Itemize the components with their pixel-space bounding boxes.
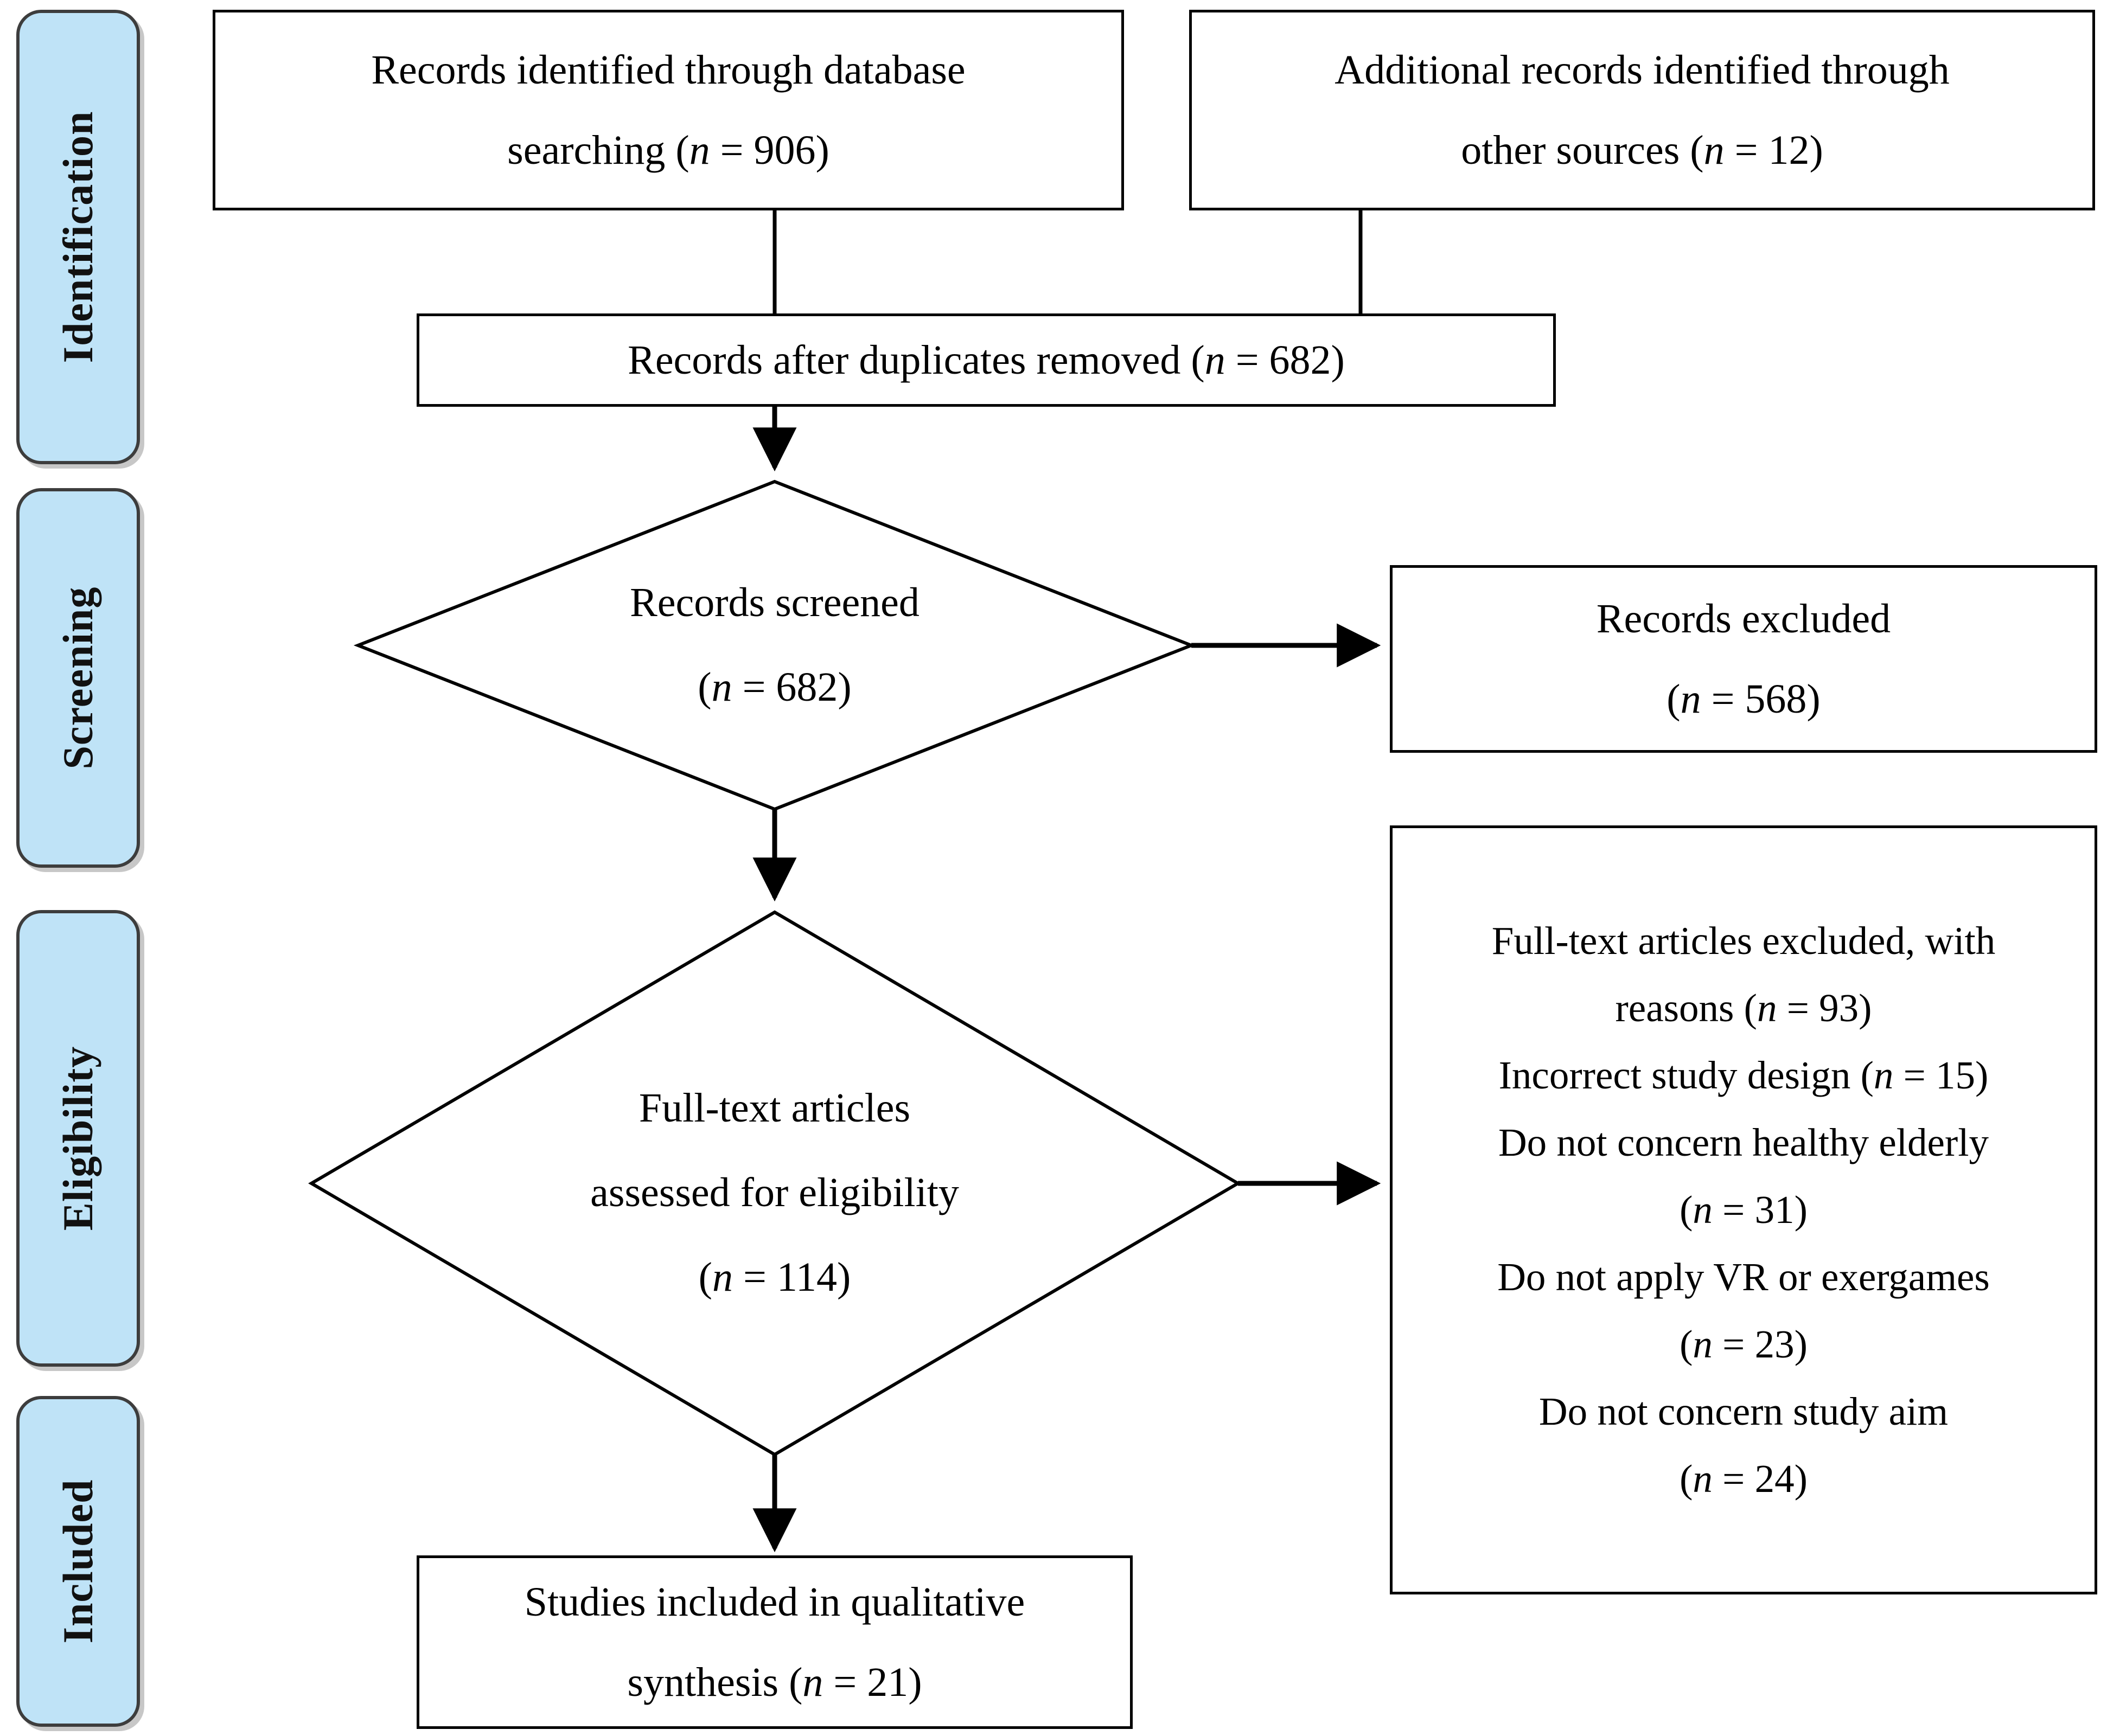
stage-pill-screening: Screening	[16, 488, 140, 868]
node-additional-records-other-sources: Additional records identified through ot…	[1189, 10, 2095, 210]
stage-pill-included: Included	[16, 1396, 140, 1727]
node-records-excluded: Records excluded (n = 568)	[1390, 565, 2097, 753]
reason-line: Full-text articles excluded, with	[1491, 918, 1996, 963]
stage-label-screening: Screening	[54, 586, 101, 770]
reason-line: Incorrect study design (n = 15)	[1498, 1053, 1989, 1097]
stage-pill-identification: Identification	[16, 10, 140, 464]
reason-line: reasons (n = 93)	[1615, 985, 1872, 1030]
reason-line: Do not apply VR or exergames	[1497, 1255, 1990, 1299]
node-line-1: Records identified through database	[371, 47, 966, 93]
node-line-1: Records after duplicates removed (n = 68…	[628, 337, 1345, 383]
node-records-identified-database: Records identified through database sear…	[213, 10, 1124, 210]
reason-line: Do not concern study aim	[1538, 1389, 1949, 1434]
stage-label-identification: Identification	[54, 111, 101, 363]
node-studies-included-qualitative: Studies included in qualitative synthesi…	[417, 1555, 1133, 1729]
stage-label-included: Included	[54, 1479, 101, 1644]
node-line-2: searching (n = 906)	[507, 127, 829, 173]
node-line-1: Records excluded	[1596, 595, 1891, 642]
node-line-1: Studies included in qualitative	[524, 1579, 1025, 1625]
node-line-2: other sources (n = 12)	[1461, 127, 1823, 173]
reason-line: (n = 23)	[1680, 1322, 1808, 1367]
stage-pill-eligibility: Eligibility	[16, 910, 140, 1367]
reason-line: (n = 24)	[1680, 1457, 1808, 1501]
stage-label-eligibility: Eligibility	[54, 1046, 101, 1231]
reason-line: Do not concern healthy elderly	[1498, 1120, 1989, 1164]
reason-line: (n = 31)	[1680, 1187, 1808, 1232]
node-records-after-duplicates: Records after duplicates removed (n = 68…	[417, 313, 1556, 407]
node-fulltext-excluded-reasons: Full-text articles excluded, with reason…	[1390, 825, 2097, 1594]
diamond-records-screened	[353, 479, 1196, 811]
diamond-fulltext-assessed	[308, 910, 1241, 1457]
node-line-2: (n = 568)	[1667, 676, 1821, 722]
node-line-2: synthesis (n = 21)	[627, 1660, 922, 1705]
node-line-1: Additional records identified through	[1335, 47, 1950, 93]
